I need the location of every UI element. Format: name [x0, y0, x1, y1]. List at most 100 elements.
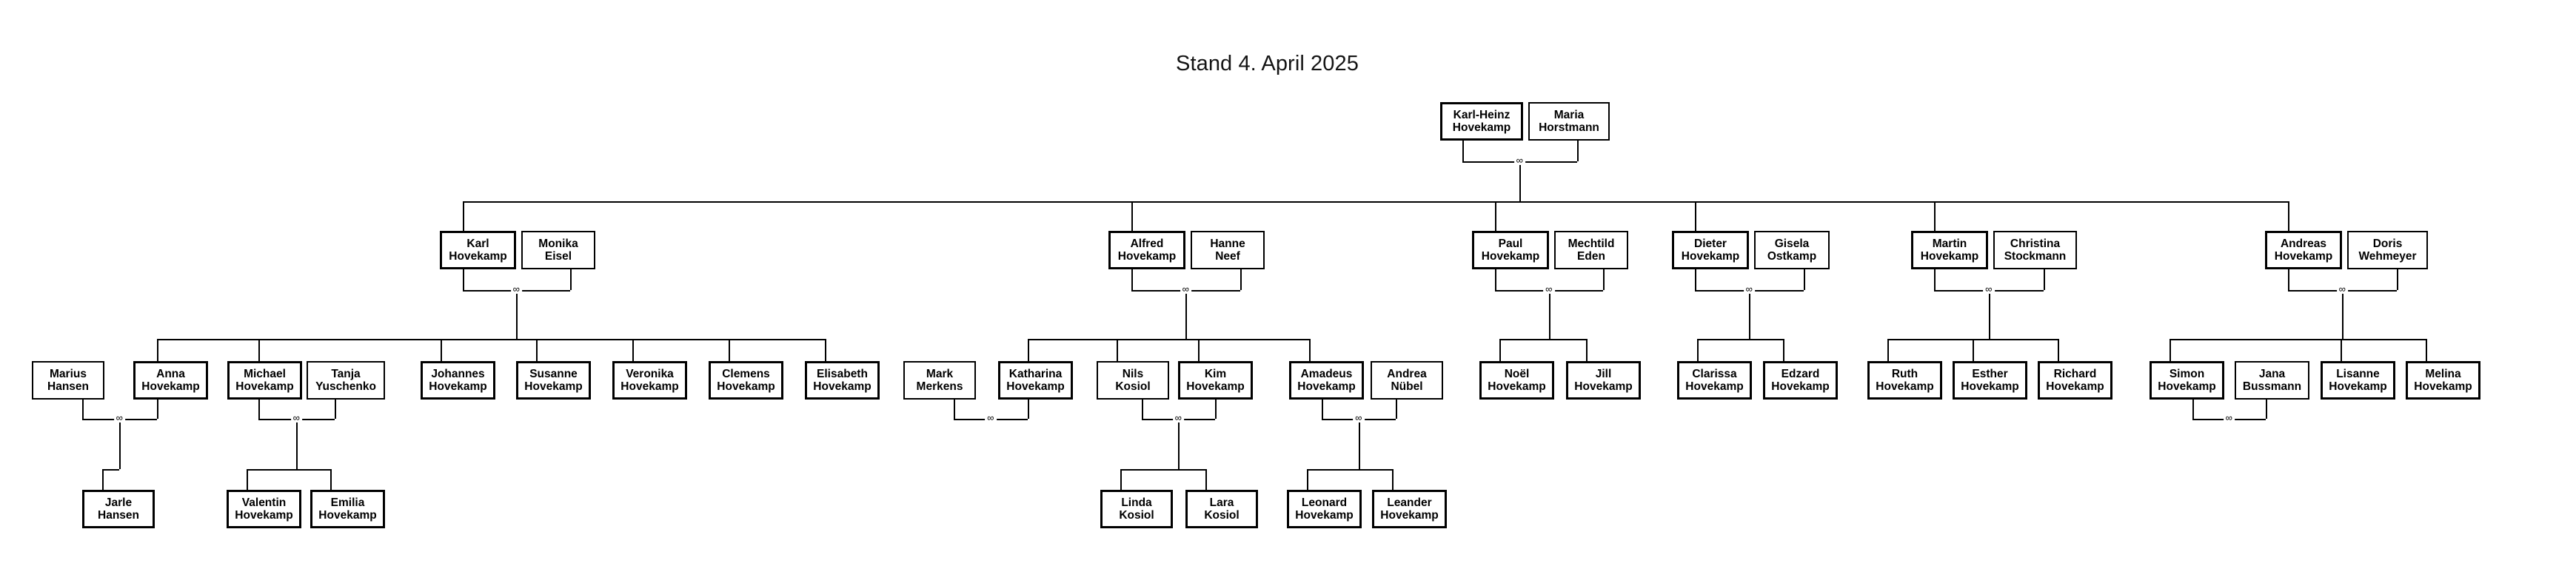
marriage-leg-left [82, 400, 84, 419]
person-last-name: Hovekamp [2414, 380, 2472, 393]
person-last-name: Hovekamp [1006, 380, 1065, 393]
descent-line [2342, 290, 2344, 339]
child-drop-line [2426, 339, 2427, 361]
person-last-name: Hovekamp [449, 250, 507, 263]
person-last-name: Neef [1215, 250, 1240, 263]
person-first-name: Gisela [1774, 238, 1810, 250]
descent-line [119, 419, 121, 469]
marriage-leg-left [2192, 400, 2194, 419]
person-last-name: Hovekamp [429, 380, 487, 393]
marriage-symbol: ∞ [1513, 155, 1526, 165]
sibling-bus-line [157, 339, 825, 340]
person-first-name: Noël [1504, 368, 1530, 380]
marriage-leg-right [157, 400, 158, 419]
marriage-leg-right [1028, 400, 1029, 419]
person-first-name: Lisanne [2336, 368, 2380, 380]
child-drop-line [1499, 339, 1501, 361]
sibling-bus-line [247, 469, 330, 471]
person-last-name: Hovekamp [2158, 380, 2216, 393]
descent-line [1178, 419, 1180, 469]
marriage-leg-right [2397, 269, 2398, 290]
person-first-name: Veronika [626, 368, 674, 380]
person-first-name: Ruth [1891, 368, 1918, 380]
person-first-name: Maria [1553, 109, 1585, 121]
sibling-bus-line [463, 201, 2288, 203]
child-drop-line [330, 469, 332, 490]
marriage-leg-right [2044, 269, 2045, 290]
person-first-name: Monika [538, 238, 578, 250]
marriage-leg-left [463, 269, 464, 290]
person-last-name: Wehmeyer [2358, 250, 2417, 263]
marriage-leg-left [1142, 400, 1143, 419]
person-last-name: Eisel [544, 250, 572, 263]
marriage-leg-left [1462, 141, 1464, 161]
person-first-name: Paul [1498, 238, 1523, 250]
person-first-name: Richard [2053, 368, 2097, 380]
child-drop-line [1028, 339, 1029, 361]
descent-line [1989, 290, 1990, 339]
person-last-name: Hovekamp [1452, 121, 1511, 134]
child-drop-line [2169, 339, 2171, 361]
person-last-name: Bussmann [2242, 380, 2302, 393]
sibling-bus-line [1307, 469, 1392, 471]
person-first-name: Elisabeth [817, 368, 868, 380]
person-first-name: Simon [2169, 368, 2205, 380]
marriage-leg-right [1396, 400, 1397, 419]
child-drop-line [1697, 339, 1699, 361]
person-first-name: Nils [1122, 368, 1144, 380]
marriage-symbol: ∞ [113, 413, 126, 422]
marriage-leg-left [1131, 269, 1133, 290]
person-first-name: Martin [1932, 238, 1967, 250]
marriage-leg-right [570, 269, 572, 290]
child-drop-line [2288, 201, 2289, 231]
marriage-symbol: ∞ [2336, 284, 2349, 294]
